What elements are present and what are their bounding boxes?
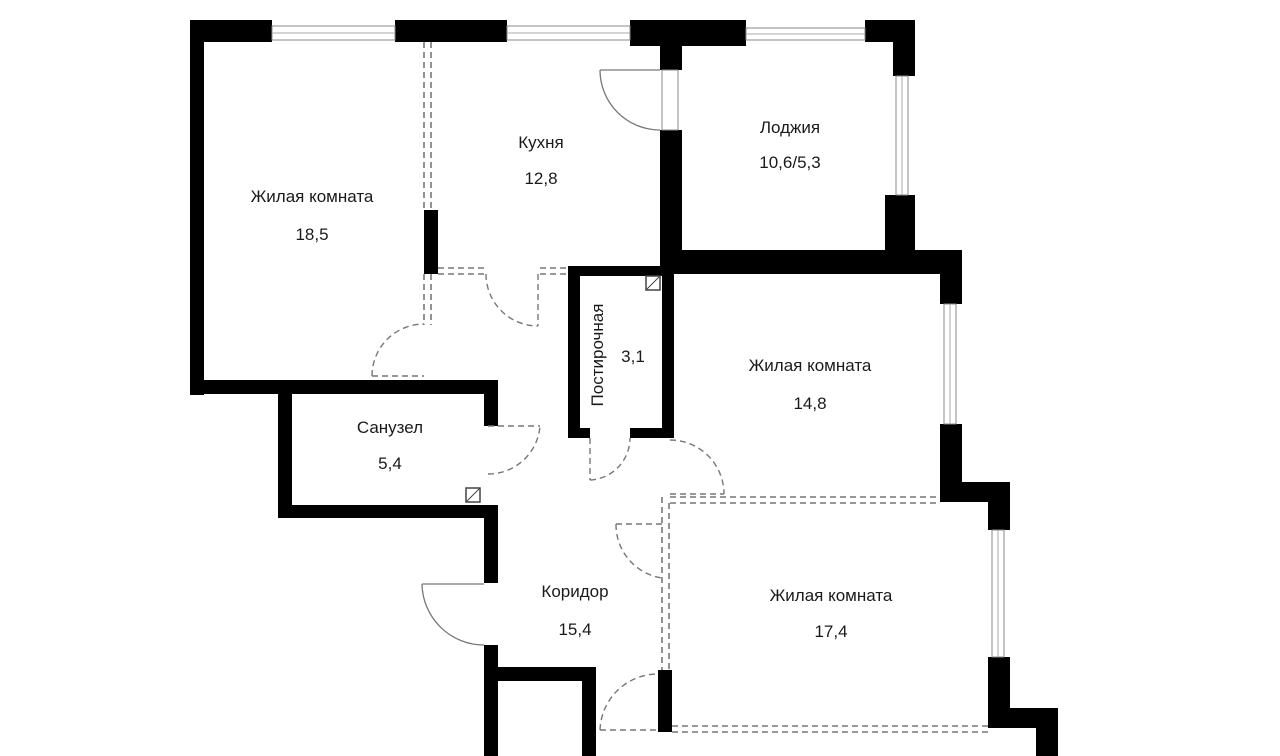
corridor-area: 15,4 (558, 620, 591, 639)
room-storage: Постирочная 3,1 (588, 304, 645, 407)
shafts (465, 275, 661, 503)
storage-label: Постирочная (588, 304, 607, 407)
room-bathroom: Санузел 5,4 (357, 418, 423, 473)
bathroom-label: Санузел (357, 418, 423, 437)
living-1-label: Жилая комната (251, 187, 374, 206)
doors (371, 69, 725, 731)
bathroom-area: 5,4 (378, 454, 402, 473)
kitchen-area: 12,8 (524, 169, 557, 188)
room-living-1: Жилая комната 18,5 (251, 187, 374, 244)
partitions (423, 42, 988, 733)
loggia-label: Лоджия (760, 118, 820, 137)
kitchen-label: Кухня (518, 133, 564, 152)
storage-area: 3,1 (621, 347, 645, 366)
room-loggia: Лоджия 10,6/5,3 (759, 118, 820, 172)
room-kitchen: Кухня 12,8 (518, 133, 564, 188)
living-2-area: 14,8 (793, 394, 826, 413)
living-3-area: 17,4 (814, 622, 847, 641)
living-1-area: 18,5 (295, 225, 328, 244)
windows (271, 25, 1005, 658)
room-living-3: Жилая комната 17,4 (770, 586, 893, 641)
walls (190, 20, 1058, 756)
loggia-area: 10,6/5,3 (759, 153, 820, 172)
room-corridor: Коридор 15,4 (541, 582, 608, 639)
room-living-2: Жилая комната 14,8 (749, 356, 872, 413)
living-2-label: Жилая комната (749, 356, 872, 375)
living-3-label: Жилая комната (770, 586, 893, 605)
corridor-label: Коридор (541, 582, 608, 601)
